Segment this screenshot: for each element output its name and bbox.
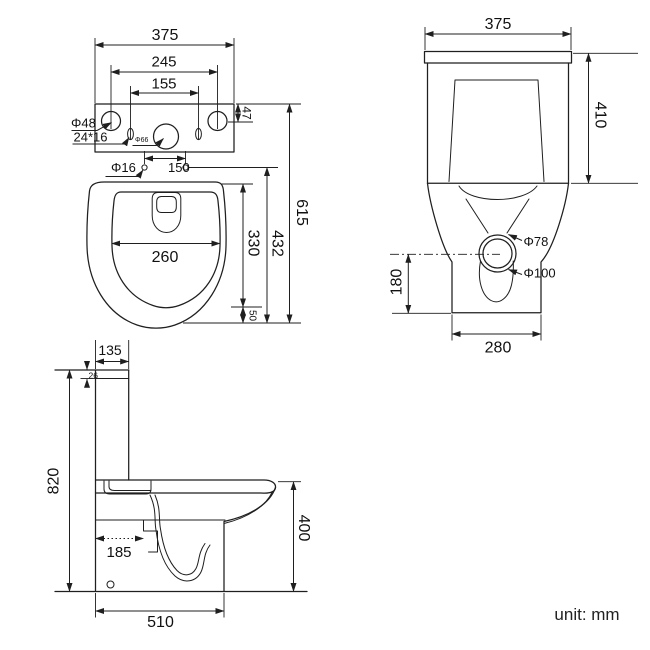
dim-front-rim-label: 50	[247, 310, 258, 322]
dim-overall-length-label: 615	[293, 199, 310, 226]
bowl-side	[54, 479, 308, 593]
bowl-front-profile	[223, 486, 277, 593]
rear-dimension-lines	[405, 31, 592, 337]
dim-seat-bolt-span-label: 150	[168, 160, 190, 175]
dim-tank-depth-label: 135	[98, 342, 122, 358]
seat-hinge	[103, 480, 152, 495]
unit-note: unit: mm	[554, 605, 619, 624]
trap-curve-outer	[149, 494, 211, 582]
dim-tank-width-label: 375	[485, 16, 512, 33]
side-view: 135 26 820 185 400 510	[46, 340, 312, 631]
dim-bowl-inner-length-label: 330	[245, 230, 262, 257]
bowl-outer-outline	[86, 181, 227, 329]
fixing-hole-side	[106, 580, 115, 589]
dim-outlet-inner-label: Φ78	[524, 234, 549, 249]
trap-step	[143, 519, 158, 553]
dim-overall-depth-label: 510	[147, 614, 174, 631]
dim-oval-hole-size-label: 24*16	[74, 130, 108, 145]
water-spot-outer	[151, 192, 182, 233]
dim-tank-side-hole-label: Φ48	[71, 116, 96, 131]
seat-profile	[94, 479, 277, 494]
dim-tank-height-label: 410	[592, 102, 609, 129]
seat-bolt-hole-right	[182, 164, 189, 171]
dim-bowl-height-label: 400	[295, 515, 312, 542]
rear-view: 375 410 Φ78 Φ100 180 280	[389, 16, 638, 357]
trap-curve-inner	[154, 494, 206, 576]
base-rear	[426, 182, 570, 314]
dim-bowl-inner-width-label: 260	[152, 249, 179, 266]
tank-outline-plan	[94, 103, 235, 153]
dim-base-width-label: 280	[485, 340, 512, 357]
side-dimension-lines	[66, 358, 297, 614]
dim-overall-width-label: 375	[152, 27, 179, 44]
seat-bolt-hole-left	[141, 164, 148, 171]
plan-dimension-lines	[94, 42, 293, 324]
dim-outlet-height-label: 180	[389, 269, 406, 296]
outlet-inner-circle	[482, 238, 513, 269]
plan-leader-lines	[71, 122, 164, 179]
bowl-inner-rim	[111, 191, 221, 309]
bowl-back-curve	[458, 185, 538, 200]
dim-seat-bolt-hole-label: Φ16	[111, 160, 136, 175]
dim-oval-hole-span-label: 155	[151, 76, 176, 93]
trap-funnel	[465, 198, 530, 234]
plan-extension-lines	[94, 38, 301, 324]
dim-flush-valve-label: Φ66	[135, 137, 148, 144]
dim-overall-height-label: 820	[46, 468, 63, 495]
flush-valve-hole	[152, 123, 180, 150]
outlet-outer-circle	[478, 234, 517, 273]
dim-bowl-length-label: 432	[269, 230, 286, 257]
side-extension-lines	[80, 340, 301, 618]
bowl-front-inner	[223, 492, 273, 524]
tank-lid	[423, 50, 573, 64]
dim-lid-thickness-label: 26	[89, 371, 99, 381]
dim-outlet-outer-label: Φ100	[524, 266, 556, 281]
tank-body-rear	[426, 62, 570, 184]
dim-tank-hole-span-label: 245	[151, 54, 176, 71]
water-spot-inner	[156, 196, 177, 213]
dim-outlet-setout-label: 185	[106, 544, 131, 561]
dim-hole-offset-label: 47	[240, 106, 254, 120]
plan-view: 375 245 155 47 Φ48 24*16 Φ66 Φ16 150 260…	[71, 27, 310, 329]
